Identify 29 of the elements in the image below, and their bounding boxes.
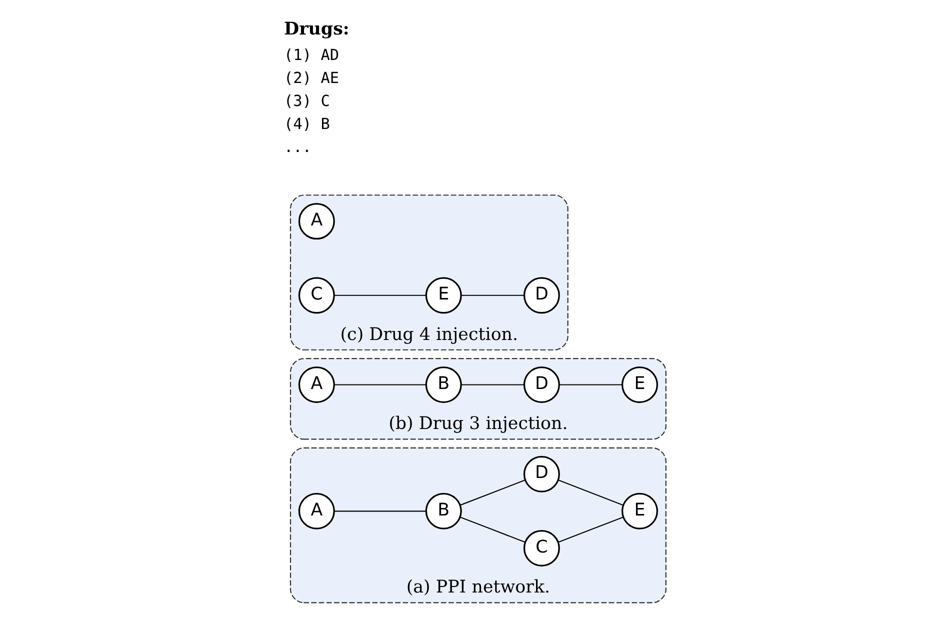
- node-circle: A: [298, 492, 334, 530]
- connector: [559, 384, 622, 386]
- node-circle: E: [424, 277, 462, 314]
- connector: [334, 384, 426, 386]
- node-circle: A: [298, 203, 334, 240]
- label: (1) AD: [283, 46, 339, 64]
- connector: [460, 294, 524, 296]
- node-circle: A: [298, 366, 334, 403]
- node-circle: E: [621, 366, 658, 403]
- label: (3) C: [283, 92, 330, 110]
- connector: [334, 294, 426, 296]
- node-circle: E: [621, 492, 658, 530]
- connector: [334, 510, 426, 512]
- connector: [558, 516, 624, 543]
- label: Drugs:: [283, 20, 349, 40]
- connector: [460, 384, 524, 386]
- node-circle: C: [298, 277, 334, 314]
- label: ...: [283, 138, 312, 156]
- node-circle: D: [522, 277, 560, 314]
- node-circle: D: [522, 456, 560, 492]
- connector: [558, 480, 624, 506]
- connector: [459, 480, 525, 506]
- node-circle: C: [522, 530, 560, 566]
- label: (4) B: [283, 114, 330, 133]
- node-circle: D: [522, 366, 560, 403]
- node-circle: B: [424, 366, 462, 403]
- node-circle: B: [424, 492, 462, 530]
- connector: [459, 516, 525, 543]
- label: (2) AE: [283, 69, 339, 88]
